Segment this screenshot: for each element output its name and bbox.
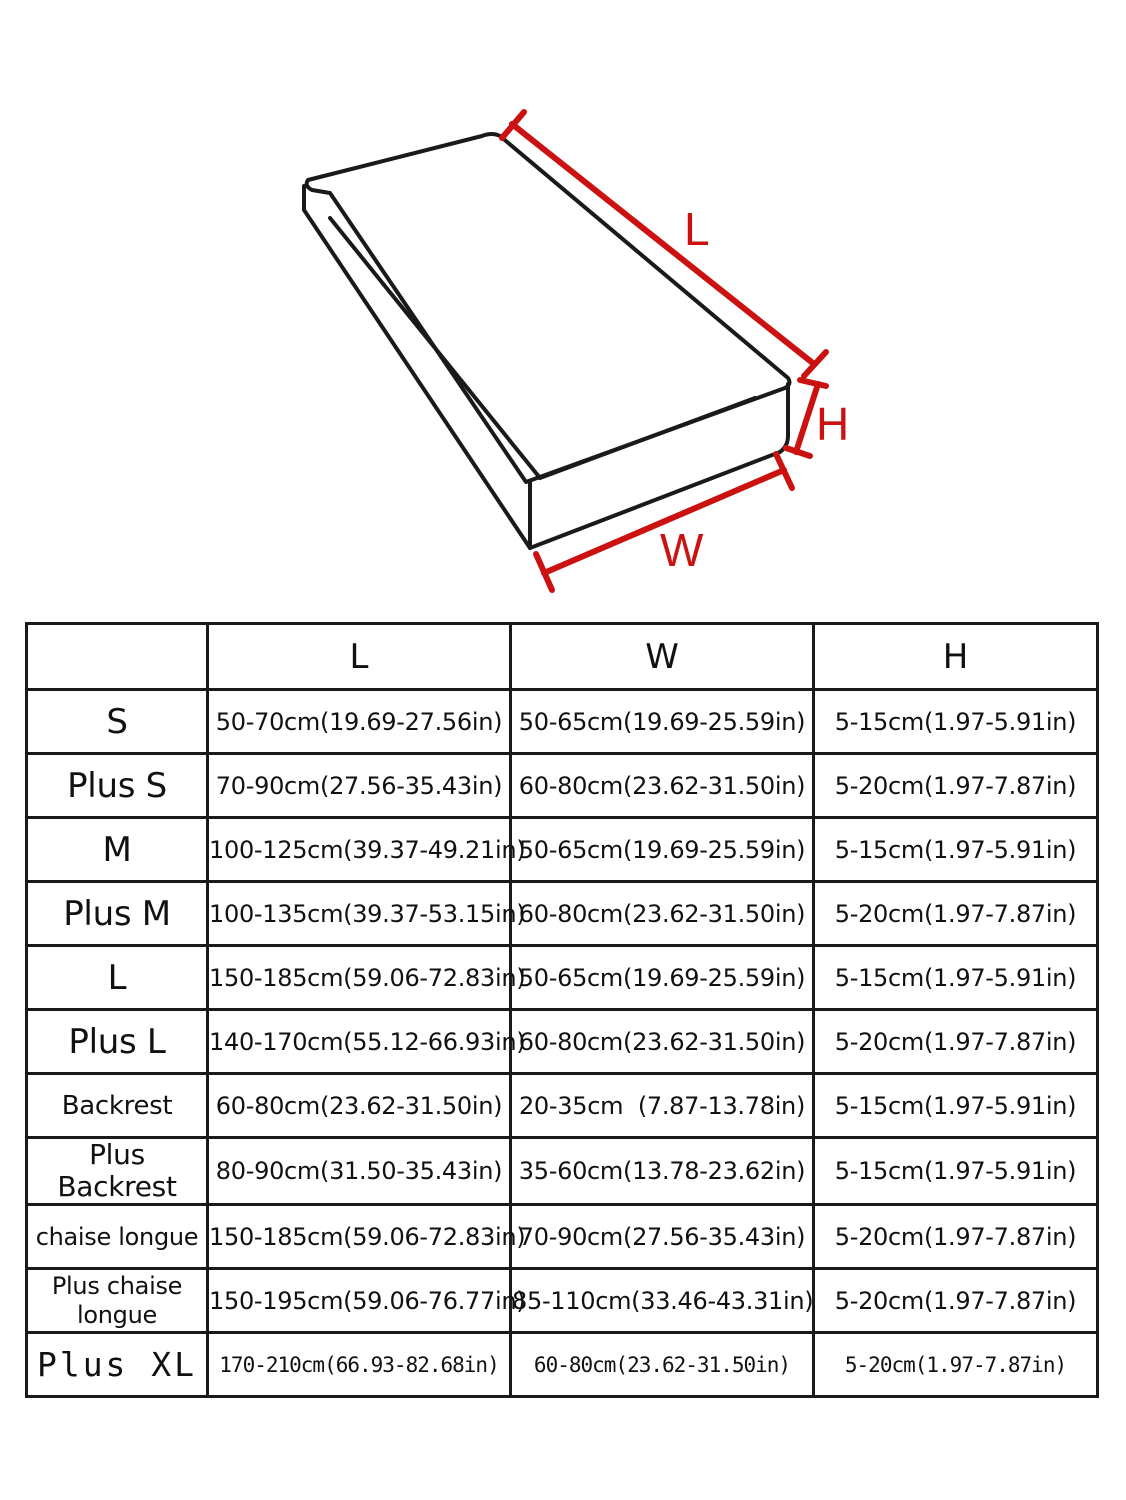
height-cell: 5-20cm(1.97-7.87in) [812, 752, 1099, 819]
table-row: Plus XL 170-210cm(66.93-82.68in) 60-80cm… [25, 1331, 1099, 1398]
size-chart-table: L W H S 50-70cm(19.69-27.56in) 50-65cm(1… [25, 622, 1099, 1398]
width-cell: 50-65cm(19.69-25.59in) [509, 816, 815, 883]
width-cell: 35-60cm(13.78-23.62in) [509, 1136, 815, 1206]
header-length: L [206, 622, 512, 691]
width-label: W [660, 524, 704, 576]
width-cell: 70-90cm(27.56-35.43in) [509, 1203, 815, 1270]
size-name: chaise longue [25, 1203, 209, 1270]
width-cell: 85-110cm(33.46-43.31in) [509, 1267, 815, 1334]
size-name: Plus Backrest [25, 1136, 209, 1206]
height-label: H [816, 398, 849, 450]
length-cell: 150-185cm(59.06-72.83in) [206, 944, 526, 1011]
header-height: H [812, 622, 1099, 691]
size-name: Plus M [25, 880, 209, 947]
length-cell: 60-80cm(23.62-31.50in) [206, 1072, 512, 1139]
height-cell: 5-20cm(1.97-7.87in) [812, 1008, 1099, 1075]
width-cell: 60-80cm(23.62-31.50in) [509, 1331, 815, 1398]
size-name: Plus chaise longue [25, 1267, 209, 1334]
table-row: Plus L 140-170cm(55.12-66.93in) 60-80cm(… [25, 1008, 1099, 1075]
table-row: L 150-185cm(59.06-72.83in) 50-65cm(19.69… [25, 944, 1099, 1011]
width-dimension-line [533, 451, 795, 593]
length-cell: 150-185cm(59.06-72.83in) [206, 1203, 526, 1270]
length-label: L [684, 203, 710, 255]
length-cell: 100-135cm(39.37-53.15in) [206, 880, 526, 947]
table-header-row: L W H [25, 622, 1099, 691]
cushion-outline [302, 132, 792, 550]
table-row: Plus M 100-135cm(39.37-53.15in) 60-80cm(… [25, 880, 1099, 947]
length-cell: 80-90cm(31.50-35.43in) [206, 1136, 512, 1206]
cushion-inner-seam-front [538, 396, 757, 480]
height-cell: 5-15cm(1.97-5.91in) [812, 944, 1099, 1011]
table-row: M 100-125cm(39.37-49.21in) 50-65cm(19.69… [25, 816, 1099, 883]
height-cell: 5-15cm(1.97-5.91in) [812, 816, 1099, 883]
width-cell: 60-80cm(23.62-31.50in) [509, 880, 815, 947]
table-row: Plus S 70-90cm(27.56-35.43in) 60-80cm(23… [25, 752, 1099, 819]
table-row: S 50-70cm(19.69-27.56in) 50-65cm(19.69-2… [25, 688, 1099, 755]
cushion-left-side [302, 184, 532, 550]
length-cell: 150-195cm(59.06-76.77in) [206, 1267, 526, 1334]
table-row: Backrest 60-80cm(23.62-31.50in) 20-35cm … [25, 1072, 1099, 1139]
height-cell: 5-20cm(1.97-7.87in) [812, 1267, 1099, 1334]
table-row: Plus Backrest 80-90cm(31.50-35.43in) 35-… [25, 1136, 1099, 1206]
header-width: W [509, 622, 815, 691]
width-cell: 50-65cm(19.69-25.59in) [509, 688, 815, 755]
size-name: L [25, 944, 209, 1011]
width-cell: 20-35cm (7.87-13.78in) [509, 1072, 815, 1139]
height-cell: 5-15cm(1.97-5.91in) [812, 688, 1099, 755]
height-cell: 5-20cm(1.97-7.87in) [812, 1331, 1099, 1398]
length-cell: 100-125cm(39.37-49.21in) [206, 816, 526, 883]
height-cell: 5-15cm(1.97-5.91in) [812, 1072, 1099, 1139]
length-cell: 170-210cm(66.93-82.68in) [206, 1331, 512, 1398]
width-cell: 60-80cm(23.62-31.50in) [509, 1008, 815, 1075]
table-row: Plus chaise longue 150-195cm(59.06-76.77… [25, 1267, 1099, 1334]
length-dimension-line [499, 109, 829, 379]
size-name: M [25, 816, 209, 883]
cushion-dimension-diagram: L H W [302, 109, 849, 593]
cushion-inner-seam [328, 216, 542, 480]
length-cell: 50-70cm(19.69-27.56in) [206, 688, 512, 755]
size-name: Plus S [25, 752, 209, 819]
size-name: S [25, 688, 209, 755]
height-cell: 5-20cm(1.97-7.87in) [812, 1203, 1099, 1270]
height-cell: 5-20cm(1.97-7.87in) [812, 880, 1099, 947]
cushion-top-face [304, 132, 792, 484]
header-corner [25, 622, 209, 691]
table-row: chaise longue 150-185cm(59.06-72.83in) 7… [25, 1203, 1099, 1270]
size-name: Plus XL [25, 1331, 209, 1398]
height-dimension-line [783, 377, 829, 459]
size-name: Backrest [25, 1072, 209, 1139]
length-cell: 70-90cm(27.56-35.43in) [206, 752, 512, 819]
height-cell: 5-15cm(1.97-5.91in) [812, 1136, 1099, 1206]
width-cell: 60-80cm(23.62-31.50in) [509, 752, 815, 819]
width-cell: 50-65cm(19.69-25.59in) [509, 944, 815, 1011]
size-name: Plus L [25, 1008, 209, 1075]
length-cell: 140-170cm(55.12-66.93in) [206, 1008, 526, 1075]
